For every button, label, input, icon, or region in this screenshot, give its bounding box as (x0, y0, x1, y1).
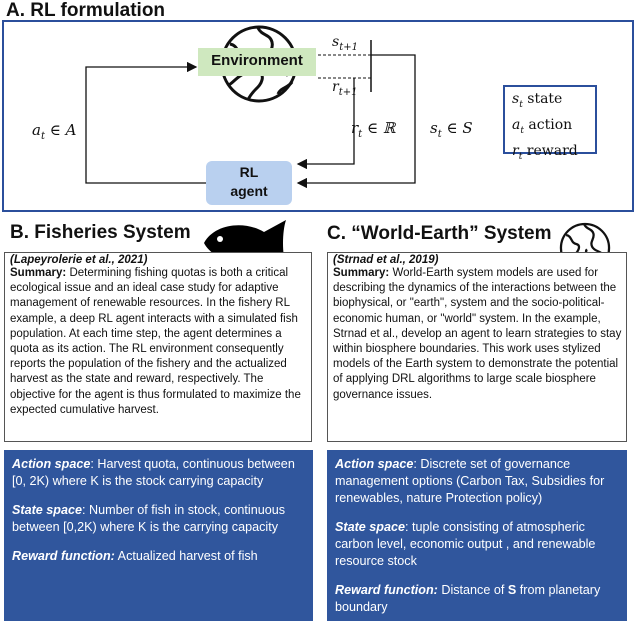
next-state-label: st+1 (332, 34, 358, 53)
panel-b-action-space: Action space: Harvest quota, continuous … (12, 457, 295, 488)
environment-label: Environment (211, 52, 303, 69)
panel-a-title: A. RL formulation (6, 0, 166, 21)
panel-b-info-box: Action space: Harvest quota, continuous … (4, 450, 313, 621)
legend-item-state: st state (512, 91, 563, 110)
legend-item-action: at action (512, 116, 573, 136)
environment-box (198, 48, 316, 76)
reward-arrow (296, 78, 355, 170)
panel-c-reward-function: Reward function: Distance of S from plan… (335, 583, 601, 614)
next-reward-label: rt+1 (332, 79, 358, 98)
action-label: at ∈ A (32, 121, 77, 142)
panel-b-summary-text: Summary: Determining fishing quotas is b… (10, 267, 301, 416)
panel-b-summary-box (4, 252, 312, 442)
rl-agent-label-line1: RL (239, 164, 259, 180)
panel-c-summary-text: Summary: World-Earth system models are u… (333, 267, 622, 401)
panel-c-summary-box (327, 252, 627, 442)
panel-c-summary: (Strnad et al., 2019) Summary: World-Ear… (333, 254, 623, 403)
rl-agent-box (206, 161, 292, 205)
state-label: st ∈ S (430, 119, 473, 140)
rl-agent-label-line2: agent (230, 183, 268, 199)
reward-label: rt ∈ ℝ (351, 119, 396, 140)
panel-b-summary: (Lapeyrolerie et al., 2021) Summary: Det… (10, 254, 308, 418)
panel-c-info-box: Action space: Discrete set of governance… (327, 450, 627, 621)
panel-c-action-space: Action space: Discrete set of governance… (335, 457, 605, 505)
panel-c-reference: (Strnad et al., 2019) (333, 254, 439, 266)
panel-a-frame (2, 20, 634, 212)
action-arrow (85, 61, 206, 184)
legend: st state at action rt reward (512, 89, 578, 166)
legend-item-reward: rt reward (512, 142, 578, 162)
panel-b-reward-function: Reward function: Actualized harvest of f… (12, 549, 258, 563)
panel-b-state-space: State space: Number of fish in stock, co… (12, 503, 286, 534)
legend-box (503, 85, 597, 154)
state-arrow (296, 54, 416, 189)
panel-c-state-space: State space: tuple consisting of atmosph… (335, 520, 596, 568)
rl-agent-label: RL agent (206, 163, 292, 201)
panel-c-title: C. “World-Earth” System (327, 223, 552, 244)
panel-b-reference: (Lapeyrolerie et al., 2021) (10, 254, 148, 266)
panel-b-title: B. Fisheries System (10, 222, 191, 243)
